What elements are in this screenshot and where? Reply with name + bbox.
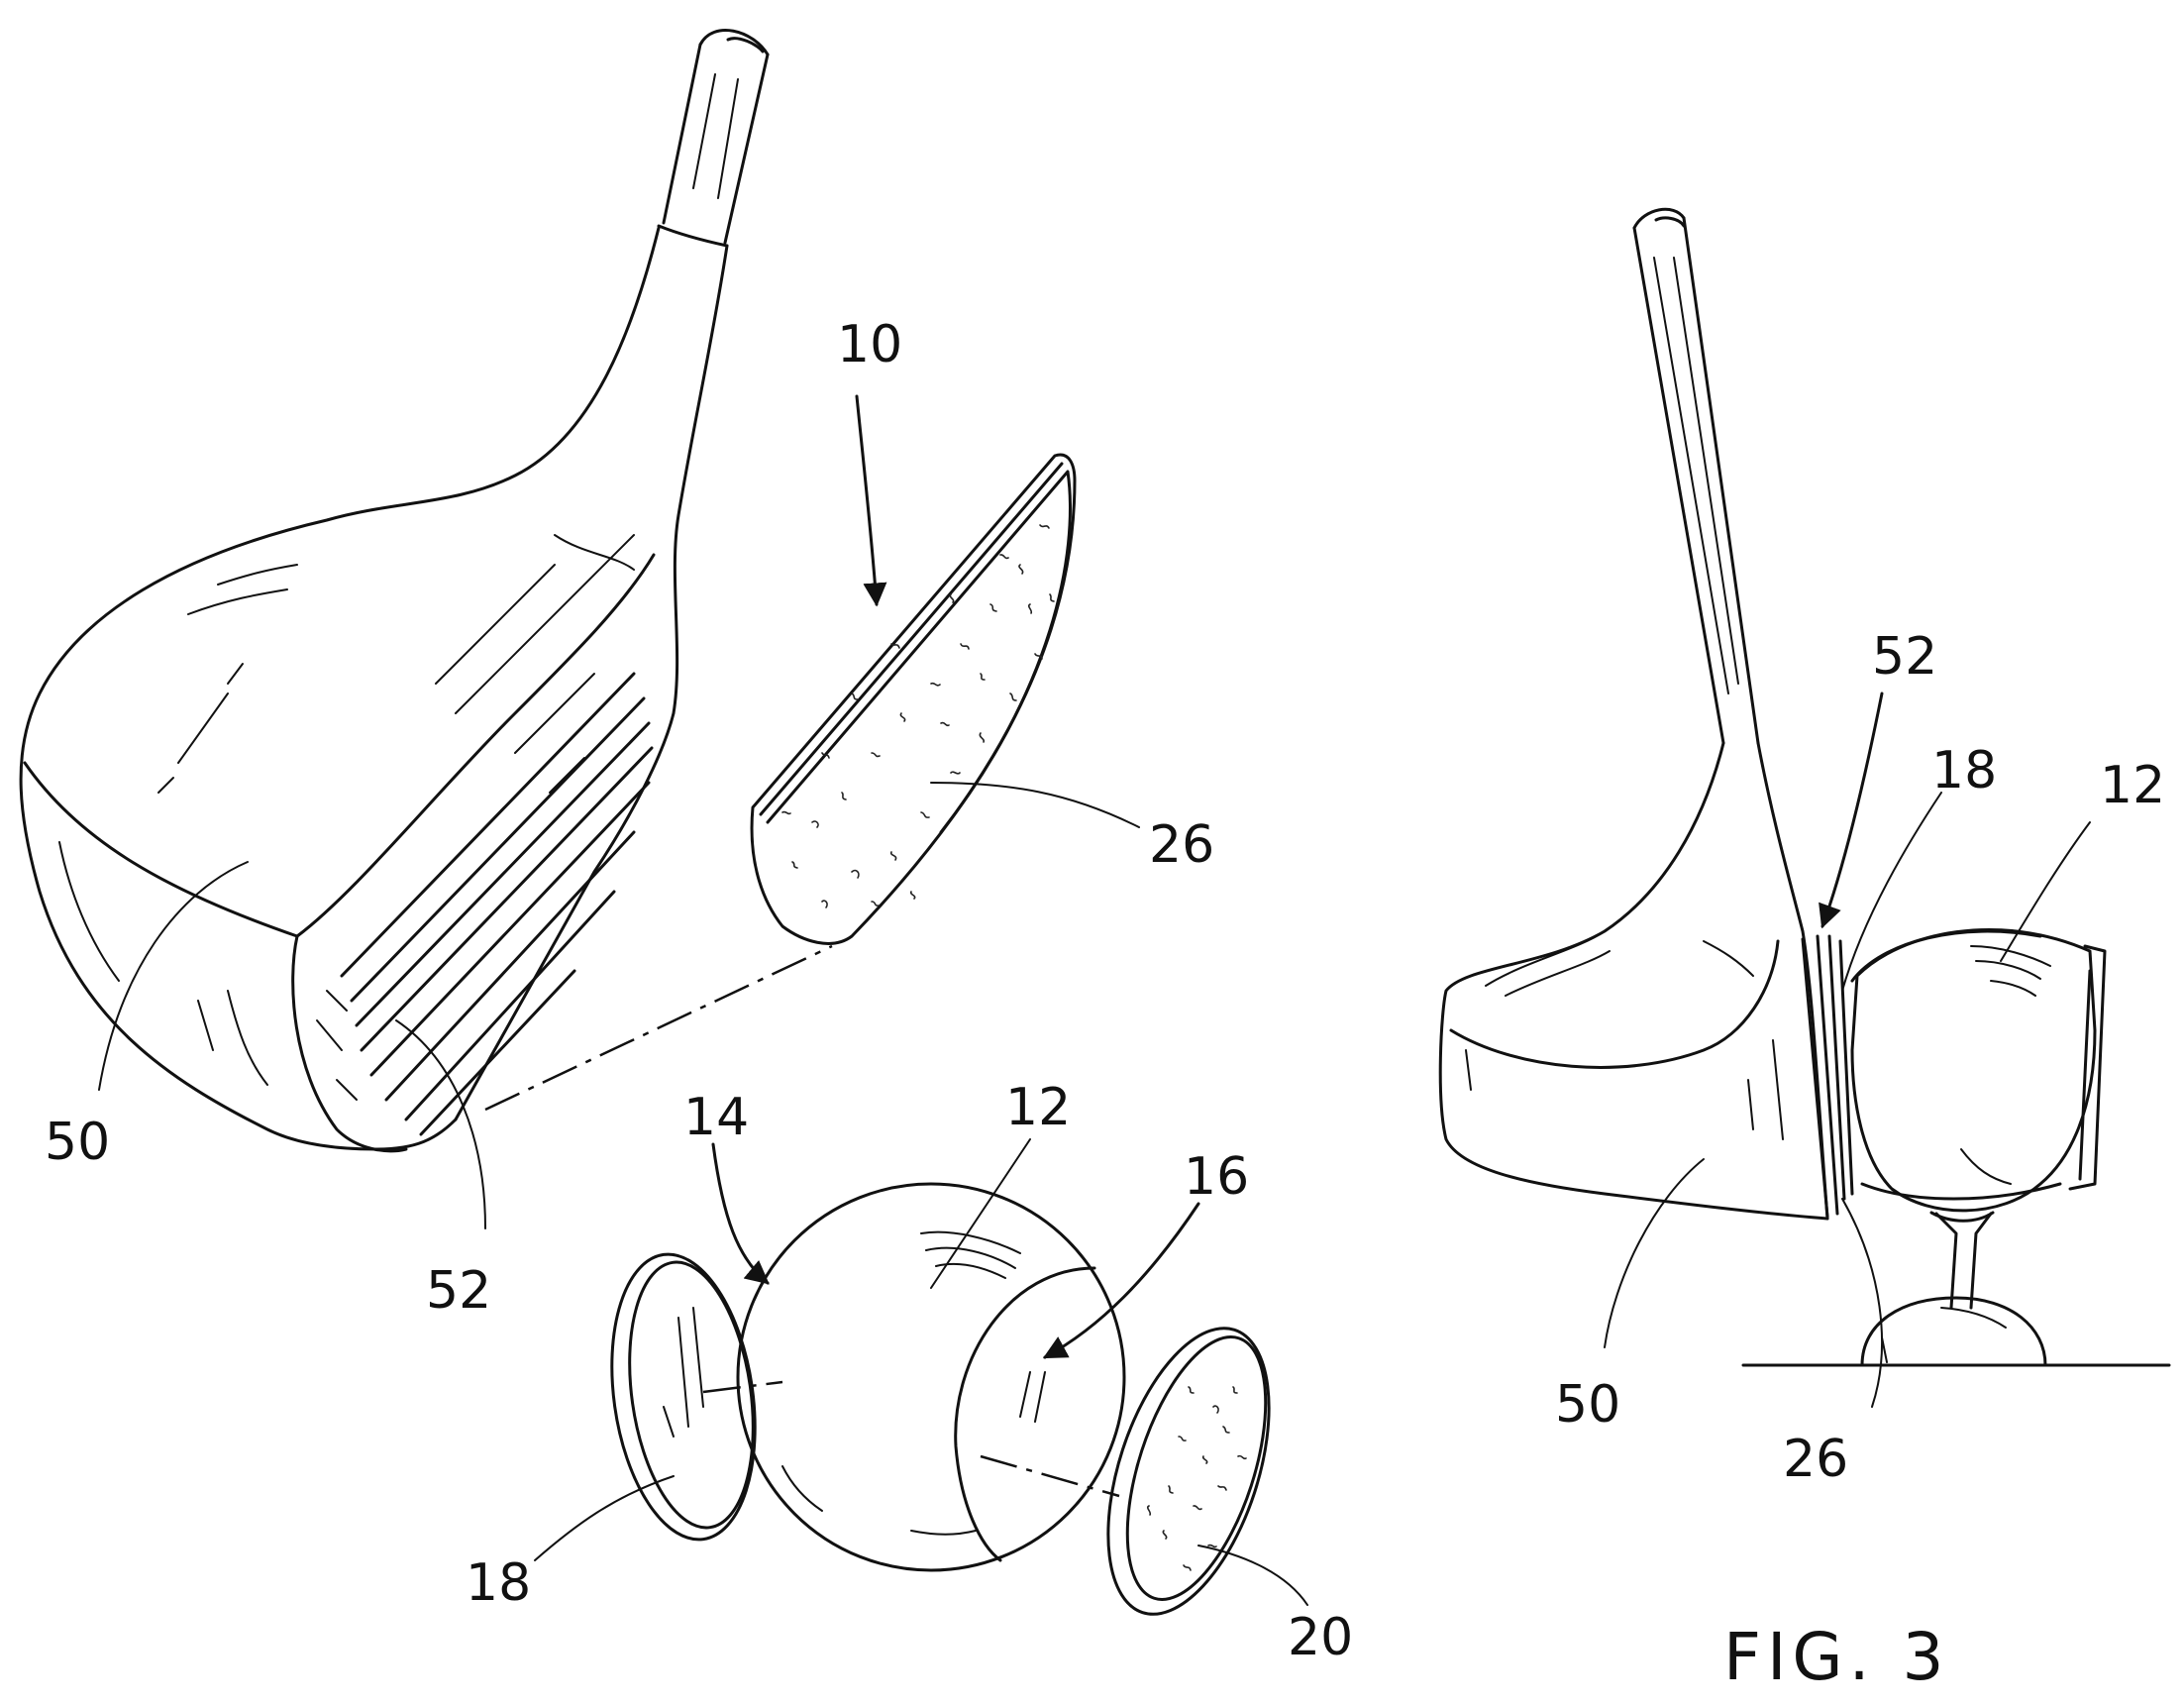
label-26: 26 [1149, 815, 1214, 875]
disc-20 [1077, 1309, 1300, 1635]
tee [1931, 1213, 1993, 1308]
callout-50-left: 50 [45, 862, 248, 1172]
label-52-left: 52 [426, 1261, 491, 1321]
club-head-body [21, 228, 727, 1151]
callout-12-right: 12 [2001, 756, 2165, 961]
right-club-head [1440, 743, 1827, 1219]
label-20: 20 [1288, 1608, 1353, 1667]
label-12-center: 12 [1005, 1078, 1071, 1137]
callout-10: 10 [837, 315, 902, 604]
label-52-right: 52 [1872, 627, 1937, 687]
right-club-assembly [1440, 209, 2169, 1365]
left-club-assembly [21, 31, 832, 1151]
callout-26-insert: 26 [931, 783, 1214, 875]
callout-18-right: 18 [1842, 741, 1997, 991]
callout-14: 14 [683, 1088, 768, 1283]
label-18-left: 18 [466, 1553, 531, 1613]
callout-16: 16 [1045, 1147, 1249, 1357]
label-10: 10 [837, 315, 902, 374]
right-club-shaft [1634, 209, 1758, 743]
label-16: 16 [1184, 1147, 1249, 1207]
callout-18-left: 18 [466, 1476, 674, 1613]
callout-52-left: 52 [396, 1020, 491, 1321]
club-shaft [659, 31, 768, 246]
label-18-right: 18 [1931, 741, 1997, 800]
label-50-left: 50 [45, 1113, 110, 1172]
callout-50-right: 50 [1555, 1159, 1704, 1435]
label-14: 14 [683, 1088, 749, 1147]
alignment-line-disc-18 [703, 1382, 782, 1392]
disc-18 [595, 1245, 773, 1549]
face-insert-pad [752, 455, 1075, 943]
figure-caption: FIG. 3 [1723, 1619, 1950, 1695]
right-golf-ball [1852, 929, 2105, 1210]
label-12-right: 12 [2100, 756, 2165, 815]
center-ball-assembly [595, 1184, 1300, 1634]
club-face-grooves [317, 674, 652, 1134]
label-26-right: 26 [1783, 1430, 1848, 1489]
callout-52-right: 52 [1822, 627, 1937, 926]
callout-12-center: 12 [931, 1078, 1071, 1288]
label-50-right: 50 [1555, 1375, 1620, 1435]
golf-ball [738, 1184, 1124, 1570]
ground-ball [1862, 1298, 2045, 1365]
insert-texture [782, 525, 1054, 907]
